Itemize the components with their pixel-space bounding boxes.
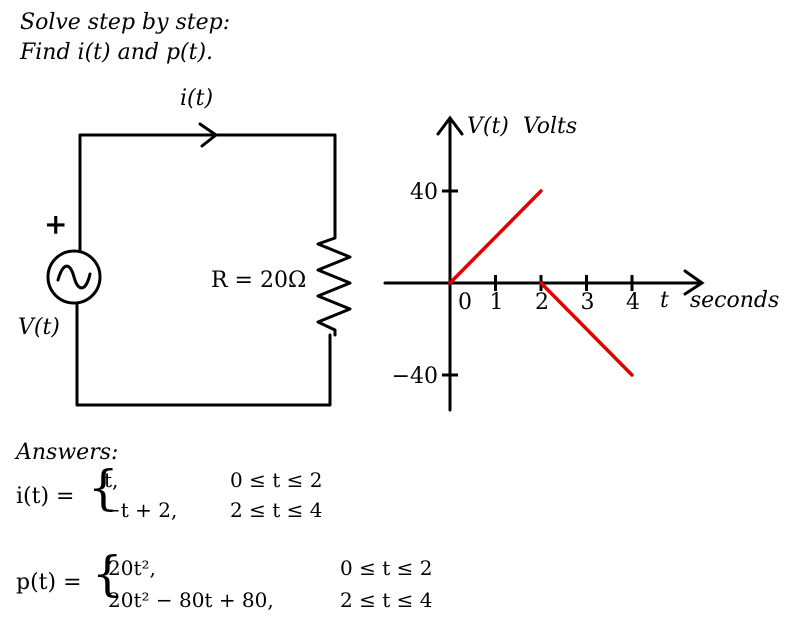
current-label: i(t) <box>180 86 214 111</box>
bottom-wire <box>75 301 332 407</box>
i-case-1-expr: t, <box>104 468 119 492</box>
p-case-1-expr: 20t², <box>108 556 156 580</box>
x-axis-arrow-icon <box>683 269 705 296</box>
problem-title: Solve step by step: <box>20 10 231 35</box>
polarity-plus: + <box>44 208 68 241</box>
p-lhs: p(t) = <box>16 570 82 595</box>
resistor-icon <box>316 228 352 337</box>
resistor-label: R = 20Ω <box>211 268 307 293</box>
current-arrow-icon <box>198 122 218 148</box>
source-label: V(t) <box>18 315 60 340</box>
x-tick-label: 4 <box>626 290 640 315</box>
problem-instruction: Find i(t) and p(t). <box>20 40 214 65</box>
sine-wave-icon <box>56 264 92 290</box>
p-brace: { <box>92 546 123 602</box>
i-case-2-expr: −t + 2, <box>104 498 178 522</box>
i-lhs: i(t) = <box>16 484 75 509</box>
x-tick-label: 0 <box>458 290 472 315</box>
x-tick-label: 2 <box>535 290 549 315</box>
p-case-1-range: 0 ≤ t ≤ 2 <box>340 556 433 580</box>
y-tick-label: −40 <box>392 364 438 389</box>
i-case-2-range: 2 ≤ t ≤ 4 <box>230 498 323 522</box>
ac-source-icon <box>46 249 102 305</box>
y-axis-arrow-icon <box>436 115 464 136</box>
p-case-2-range: 2 ≤ t ≤ 4 <box>340 588 433 612</box>
p-case-2-expr: 20t² − 80t + 80, <box>108 588 274 612</box>
answers-heading: Answers: <box>16 440 119 465</box>
top-wire <box>78 133 337 252</box>
i-brace: { <box>88 460 119 516</box>
x-tick-label: 3 <box>581 290 595 315</box>
voltage-segment <box>539 281 634 377</box>
y-axis-label: V(t) Volts <box>467 114 578 139</box>
graph-series <box>448 189 634 377</box>
i-case-1-range: 0 ≤ t ≤ 2 <box>230 468 323 492</box>
x-axis-label: t seconds <box>660 288 780 313</box>
y-tick-label: 40 <box>410 180 438 205</box>
voltage-segment <box>448 189 543 285</box>
circuit-diagram <box>46 122 352 407</box>
x-tick-label: 1 <box>490 290 504 315</box>
